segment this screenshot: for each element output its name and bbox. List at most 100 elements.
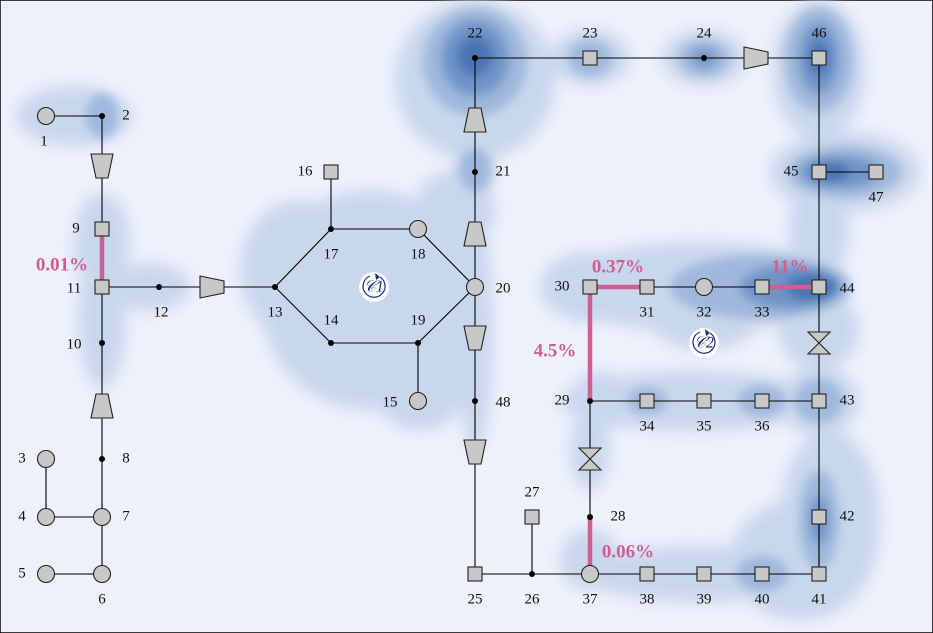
node-label-13: 13: [268, 304, 283, 320]
node-24[interactable]: [701, 55, 707, 61]
node-label-36: 36: [755, 418, 771, 434]
node-label-25: 25: [468, 591, 483, 607]
node-label-26: 26: [525, 591, 541, 607]
node-label-22: 22: [468, 25, 483, 41]
node-2[interactable]: [99, 113, 105, 119]
node-42[interactable]: [811, 509, 827, 525]
node-30[interactable]: [582, 279, 598, 295]
node-39[interactable]: [696, 566, 712, 582]
node-38[interactable]: [639, 566, 655, 582]
transformer-10-7-icon: [90, 393, 114, 419]
node-5[interactable]: [36, 564, 56, 584]
node-40[interactable]: [754, 566, 770, 582]
node-label-37: 37: [583, 591, 599, 607]
node-15[interactable]: [408, 391, 428, 411]
node-label-16: 16: [298, 163, 314, 179]
device-layer: [90, 46, 832, 471]
highlight-layer: 0.01%0.37%11%4.5%0.06%: [36, 226, 822, 577]
transformer-24-46-icon: [743, 46, 769, 70]
node-layer: [36, 50, 884, 584]
node-7[interactable]: [92, 507, 112, 527]
node-28[interactable]: [587, 514, 593, 520]
node-23[interactable]: [582, 50, 598, 66]
node-19[interactable]: [415, 340, 421, 346]
node-11[interactable]: [94, 279, 110, 295]
node-3[interactable]: [36, 449, 56, 469]
cycle-C2-arrow-icon: [692, 331, 716, 354]
node-label-39: 39: [697, 591, 712, 607]
valve-29-28-top-icon: [577, 447, 603, 460]
node-37[interactable]: [580, 564, 600, 584]
transformer-21-20-icon: [463, 221, 487, 247]
node-label-33: 33: [755, 304, 770, 320]
node-31[interactable]: [639, 279, 655, 295]
node-label-28: 28: [611, 508, 626, 524]
node-36[interactable]: [754, 393, 770, 409]
node-17[interactable]: [328, 226, 334, 232]
node-13[interactable]: [272, 284, 278, 290]
highlight-label-9-11: 0.01%: [36, 254, 88, 275]
node-18[interactable]: [408, 219, 428, 239]
transformer-20-48-icon: [463, 325, 487, 351]
node-label-1: 1: [40, 133, 48, 149]
cycle-C1-arrow-icon: [362, 275, 386, 298]
node-48[interactable]: [472, 398, 478, 404]
node-10[interactable]: [99, 340, 105, 346]
node-29[interactable]: [587, 398, 593, 404]
node-label-46: 46: [812, 25, 828, 41]
node-6[interactable]: [92, 564, 112, 584]
node-label-35: 35: [697, 418, 712, 434]
node-45[interactable]: [811, 164, 827, 180]
node-label-43: 43: [840, 392, 855, 408]
node-label-45: 45: [784, 163, 799, 179]
edge-20-19: [417, 286, 476, 344]
node-34[interactable]: [639, 393, 655, 409]
node-32[interactable]: [694, 277, 714, 297]
node-label-40: 40: [755, 591, 770, 607]
highlight-label-30-29: 4.5%: [534, 340, 577, 361]
node-label-17: 17: [324, 246, 340, 262]
node-label-19: 19: [411, 312, 426, 328]
node-label-18: 18: [411, 246, 426, 262]
node-label-24: 24: [697, 25, 713, 41]
node-35[interactable]: [696, 393, 712, 409]
cycle-label-C2: 𝒞2: [694, 335, 714, 352]
node-22[interactable]: [472, 55, 478, 61]
node-label-34: 34: [640, 418, 656, 434]
cycle-label-C1: 𝒞1: [364, 279, 384, 296]
node-41[interactable]: [811, 566, 827, 582]
transformer-48-25-icon: [463, 439, 487, 465]
valve-29-28-bottom-icon: [577, 458, 603, 471]
node-21[interactable]: [472, 169, 478, 175]
edge-13-17: [274, 228, 332, 288]
node-16[interactable]: [323, 164, 339, 180]
node-8[interactable]: [99, 456, 105, 462]
node-label-2: 2: [122, 107, 130, 123]
node-label-29: 29: [555, 392, 570, 408]
node-14[interactable]: [328, 340, 334, 346]
node-label-20: 20: [496, 280, 511, 296]
node-20[interactable]: [465, 277, 485, 297]
node-25[interactable]: [467, 566, 483, 582]
node-27[interactable]: [524, 509, 540, 525]
node-47[interactable]: [868, 164, 884, 180]
highlight-label-33-44: 11%: [772, 256, 809, 277]
node-9[interactable]: [94, 221, 110, 237]
node-label-4: 4: [18, 508, 26, 524]
edge-13-14: [274, 286, 332, 344]
node-4[interactable]: [36, 507, 56, 527]
node-label-44: 44: [840, 280, 856, 296]
transformer-2-9-icon: [90, 153, 114, 179]
node-label-7: 7: [122, 508, 130, 524]
node-1[interactable]: [36, 106, 56, 126]
node-33[interactable]: [754, 279, 770, 295]
node-12[interactable]: [156, 284, 162, 290]
node-46[interactable]: [811, 50, 827, 66]
node-26[interactable]: [529, 571, 535, 577]
node-label-42: 42: [840, 508, 855, 524]
node-label-31: 31: [640, 304, 655, 320]
cycle-C1-arrowhead-icon: [375, 273, 380, 280]
node-43[interactable]: [811, 393, 827, 409]
node-44[interactable]: [811, 279, 827, 295]
